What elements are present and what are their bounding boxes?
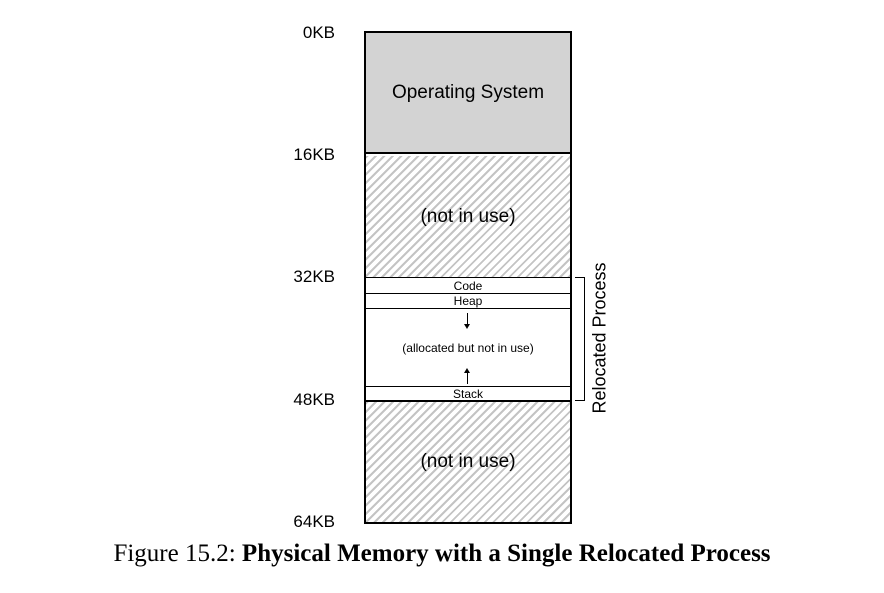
relocated-process-label: Relocated Process	[589, 262, 610, 414]
stack-segment: Stack	[366, 386, 570, 402]
operating-system-region: Operating System	[366, 33, 570, 154]
stack-segment-label: Stack	[452, 386, 483, 401]
heap-growth-arrow-icon	[464, 313, 470, 329]
address-label-0kb: 0KB	[302, 23, 335, 42]
relocated-process-bracket	[575, 277, 585, 401]
figure-caption: Figure 15.2: Physical Memory with a Sing…	[0, 540, 884, 568]
unused-region-bottom-label: (not in use)	[420, 451, 516, 472]
heap-segment-label: Heap	[453, 294, 483, 308]
unused-region-bottom: (not in use)	[366, 402, 570, 522]
unused-region-top: (not in use)	[366, 156, 570, 278]
physical-memory-column: Operating System (not in use) Code Heap …	[364, 31, 572, 524]
heap-segment: Heap	[366, 294, 570, 309]
caption-title: Physical Memory with a Single Relocated …	[241, 540, 771, 567]
address-label-64kb: 64KB	[293, 512, 335, 531]
allocated-free-label: (allocated but not in use)	[402, 340, 534, 355]
stack-growth-arrow-icon	[464, 368, 470, 384]
address-label-48kb: 48KB	[293, 390, 335, 409]
unused-region-top-label: (not in use)	[420, 205, 516, 227]
allocated-free-region: (allocated but not in use)	[366, 309, 570, 386]
code-segment-label: Code	[453, 278, 483, 293]
operating-system-label: Operating System	[391, 81, 545, 103]
code-segment: Code	[366, 278, 570, 294]
address-label-32kb: 32KB	[293, 267, 335, 286]
address-label-16kb: 16KB	[293, 145, 335, 164]
caption-prefix: Figure 15.2:	[113, 540, 242, 567]
